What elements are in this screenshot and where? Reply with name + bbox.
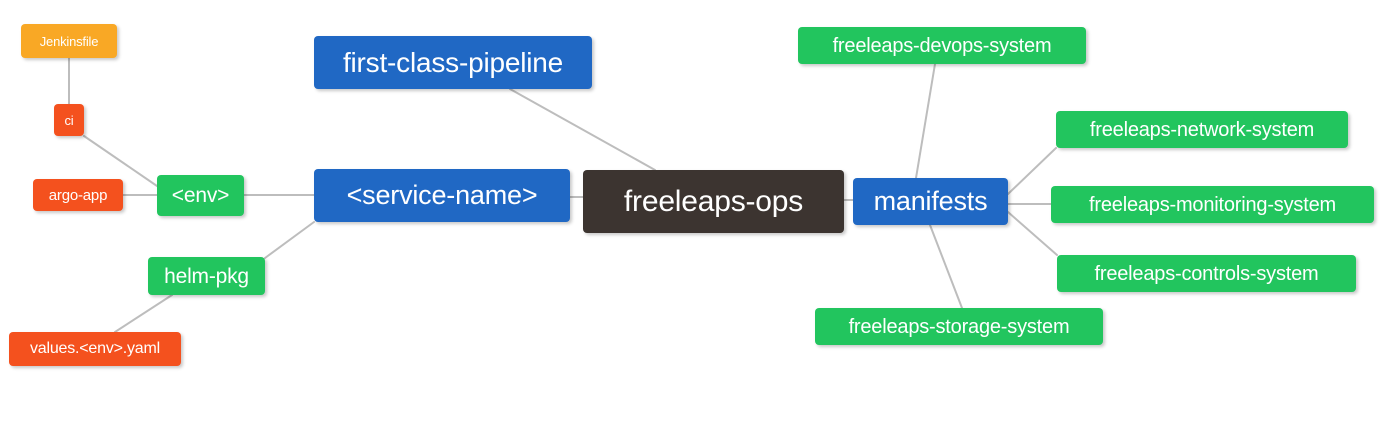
node-service-name[interactable]: <service-name>	[314, 169, 570, 222]
node-argo-app[interactable]: argo-app	[33, 179, 123, 211]
node-env[interactable]: <env>	[157, 175, 244, 216]
node-ci[interactable]: ci	[54, 104, 84, 136]
node-jenkinsfile[interactable]: Jenkinsfile	[21, 24, 117, 58]
node-values-yaml[interactable]: values.<env>.yaml	[9, 332, 181, 366]
node-manifests[interactable]: manifests	[853, 178, 1008, 225]
node-helm-pkg[interactable]: helm-pkg	[148, 257, 265, 295]
node-freeleaps-controls-system[interactable]: freeleaps-controls-system	[1057, 255, 1356, 292]
node-freeleaps-devops-system[interactable]: freeleaps-devops-system	[798, 27, 1086, 64]
node-first-class-pipeline[interactable]: first-class-pipeline	[314, 36, 592, 89]
node-freeleaps-ops[interactable]: freeleaps-ops	[583, 170, 844, 233]
node-freeleaps-monitoring-system[interactable]: freeleaps-monitoring-system	[1051, 186, 1374, 223]
node-freeleaps-storage-system[interactable]: freeleaps-storage-system	[815, 308, 1103, 345]
node-freeleaps-network-system[interactable]: freeleaps-network-system	[1056, 111, 1348, 148]
